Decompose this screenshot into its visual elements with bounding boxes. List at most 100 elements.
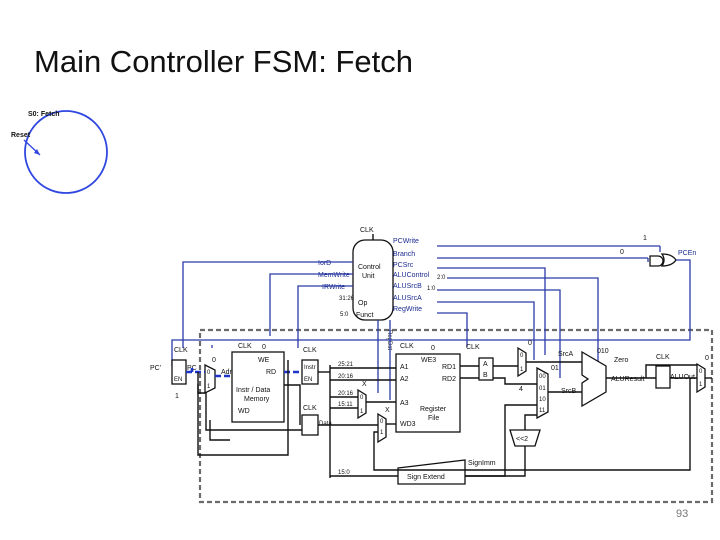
svg-text:WE3: WE3 xyxy=(421,357,436,364)
datapath-border xyxy=(198,328,714,504)
svg-text:WD: WD xyxy=(238,408,250,415)
svg-text:CLK: CLK xyxy=(400,343,414,350)
svg-text:CLK: CLK xyxy=(174,347,188,354)
ctl-alusrcb-sub: 1:0 xyxy=(427,286,436,292)
svg-text:01: 01 xyxy=(551,365,559,372)
ctl-regwrite: RegWrite xyxy=(393,306,422,313)
pcsrc-mux: 0 1 0 xyxy=(696,355,709,394)
svg-text:Register: Register xyxy=(420,406,447,413)
svg-text:CLK: CLK xyxy=(656,354,670,361)
control-wires xyxy=(182,245,661,400)
svg-text:1: 1 xyxy=(380,430,384,436)
svg-text:B: B xyxy=(483,372,488,379)
iord-mux: 0 1 0 xyxy=(204,357,216,395)
pcen-label: PCEn xyxy=(678,250,696,257)
svg-text:CLK: CLK xyxy=(303,405,317,412)
svg-text:0: 0 xyxy=(212,357,216,364)
svg-text:WE: WE xyxy=(258,357,270,364)
ctl-alusrca: ALUSrcA xyxy=(393,295,422,302)
svg-text:0: 0 xyxy=(705,355,709,362)
svg-text:SrcA: SrcA xyxy=(558,351,574,358)
svg-text:1: 1 xyxy=(175,393,179,400)
svg-text:00: 00 xyxy=(539,374,546,380)
svg-text:0: 0 xyxy=(620,249,624,256)
ctl-irwrite: IRWrite xyxy=(322,284,345,291)
svg-text:010: 010 xyxy=(597,348,609,355)
fsm-reset-label: Reset xyxy=(11,132,31,139)
aluout-register: CLK ALUOut xyxy=(655,354,695,389)
ctl-iord: IorD xyxy=(318,260,331,267)
svg-text:A1: A1 xyxy=(400,364,409,371)
svg-text:0: 0 xyxy=(699,369,703,375)
svg-text:0: 0 xyxy=(262,344,266,351)
svg-text:A: A xyxy=(483,361,488,368)
svg-text:Instr: Instr xyxy=(304,365,316,371)
pc-register: CLK PC' PC EN 1 xyxy=(150,347,197,400)
svg-text:20:16: 20:16 xyxy=(338,391,354,397)
svg-text:1: 1 xyxy=(207,384,211,390)
svg-text:15:0: 15:0 xyxy=(338,470,350,476)
svg-text:A3: A3 xyxy=(400,400,409,407)
ab-registers: CLK A B xyxy=(460,344,494,381)
svg-text:Zero: Zero xyxy=(614,357,629,364)
svg-text:<<2: <<2 xyxy=(516,436,528,443)
svg-text:1: 1 xyxy=(520,367,524,373)
svg-text:0: 0 xyxy=(360,395,364,401)
svg-text:Sign Extend: Sign Extend xyxy=(407,474,445,481)
svg-text:WD3: WD3 xyxy=(400,421,416,428)
svg-text:ALUResult: ALUResult xyxy=(611,376,645,383)
funct-bits: 5:0 xyxy=(340,312,349,318)
svg-text:0: 0 xyxy=(528,340,532,347)
fetch-path-highlight xyxy=(186,368,302,378)
svg-text:EN: EN xyxy=(174,377,182,383)
control-unit-line1: Control xyxy=(358,264,381,271)
svg-text:Adr: Adr xyxy=(221,369,233,376)
control-clk: CLK xyxy=(360,227,374,234)
instr-register: CLK Instr EN xyxy=(301,347,319,385)
sign-extend: Sign Extend SignImm xyxy=(397,459,496,485)
control-unit-line2: Unit xyxy=(362,273,375,280)
alusrcb-mux: 00 01 10 11 01 4 SrcB xyxy=(519,365,582,420)
memtoreg-mux: 0 1 xyxy=(377,412,396,444)
funct-label: Funct xyxy=(356,312,374,319)
svg-text:RD: RD xyxy=(266,369,276,376)
svg-text:20:16: 20:16 xyxy=(338,374,354,380)
ctl-alusrcb: ALUSrcB xyxy=(393,283,422,290)
svg-text:RD1: RD1 xyxy=(442,364,456,371)
svg-text:1: 1 xyxy=(360,409,364,415)
op-label: Op xyxy=(358,300,367,307)
data-register: CLK Data xyxy=(301,405,332,436)
ctl-memwrite: MemWrite xyxy=(318,272,350,279)
svg-text:15:11: 15:11 xyxy=(338,402,353,408)
svg-text:0: 0 xyxy=(431,345,435,352)
ctl-alucontrol: ALUControl xyxy=(393,272,430,279)
svg-text:SignImm: SignImm xyxy=(468,460,496,467)
svg-text:11: 11 xyxy=(539,408,546,414)
svg-text:CLK: CLK xyxy=(466,344,480,351)
instr-data-memory: CLK 0 WE RD Adr Instr / Data Memory WD xyxy=(221,343,285,423)
svg-text:X: X xyxy=(385,407,390,414)
pc-prime: PC' xyxy=(150,365,161,372)
svg-text:0: 0 xyxy=(520,353,524,359)
svg-text:X: X xyxy=(362,381,367,388)
slide-title: Main Controller FSM: Fetch xyxy=(34,44,413,79)
svg-text:CLK: CLK xyxy=(303,347,317,354)
control-unit: Control Unit Op Funct CLK PCWrite Branch… xyxy=(318,227,446,350)
svg-text:10: 10 xyxy=(539,397,546,403)
svg-text:1: 1 xyxy=(643,235,647,242)
svg-text:A2: A2 xyxy=(400,376,409,383)
svg-text:CLK: CLK xyxy=(238,343,252,350)
shift-left-2: <<2 xyxy=(509,429,541,447)
ctl-pcwrite: PCWrite xyxy=(393,238,419,245)
ctl-branch: Branch xyxy=(393,251,415,258)
svg-text:01: 01 xyxy=(539,386,546,392)
ctl-alucontrol-sub: 2:0 xyxy=(437,275,446,281)
op-bits: 31:26 xyxy=(339,296,355,302)
register-file: CLK 0 WE3 A1 A2 A3 WD3 RD1 RD2 Register … xyxy=(395,343,461,433)
svg-text:RD2: RD2 xyxy=(442,376,456,383)
datapath-wires xyxy=(197,360,712,477)
svg-text:EN: EN xyxy=(304,377,312,383)
svg-text:25:21: 25:21 xyxy=(338,362,354,368)
svg-text:0: 0 xyxy=(380,419,384,425)
